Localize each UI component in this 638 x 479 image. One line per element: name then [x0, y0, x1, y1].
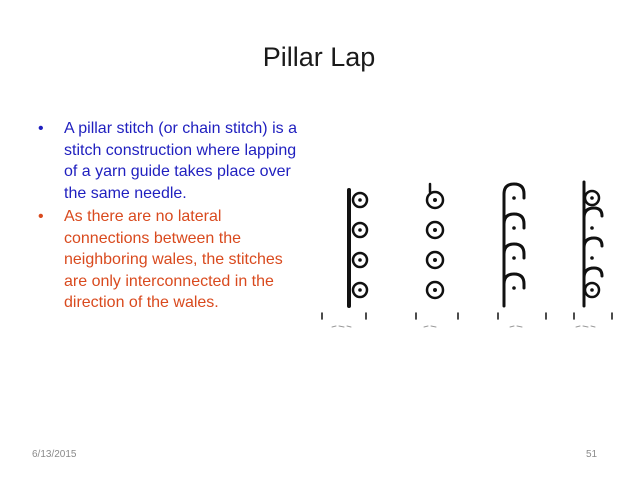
pillar-lap-hook-column-b	[573, 180, 613, 328]
footer-date: 6/13/2015	[32, 449, 77, 460]
slide-title: Pillar Lap	[262, 42, 376, 72]
bullet-marker: •	[38, 120, 44, 137]
pillar-lap-hook-column-a	[497, 182, 547, 328]
pillar-lap-closed-column	[415, 182, 459, 328]
bullet-text: A pillar stitch (or chain stitch) is a s…	[64, 120, 297, 202]
pillar-lap-open-column	[321, 188, 369, 328]
pillar-stitch-lapping-diagram-icon	[321, 180, 613, 328]
bullet-item: • As there are no lateral connections be…	[38, 206, 310, 314]
footer-page-number: 51	[586, 449, 598, 460]
bullet-marker: •	[38, 208, 44, 225]
bullet-text: As there are no lateral connections betw…	[64, 208, 283, 311]
bullet-item: • A pillar stitch (or chain stitch) is a…	[38, 118, 310, 204]
bullet-list: • A pillar stitch (or chain stitch) is a…	[38, 118, 310, 316]
